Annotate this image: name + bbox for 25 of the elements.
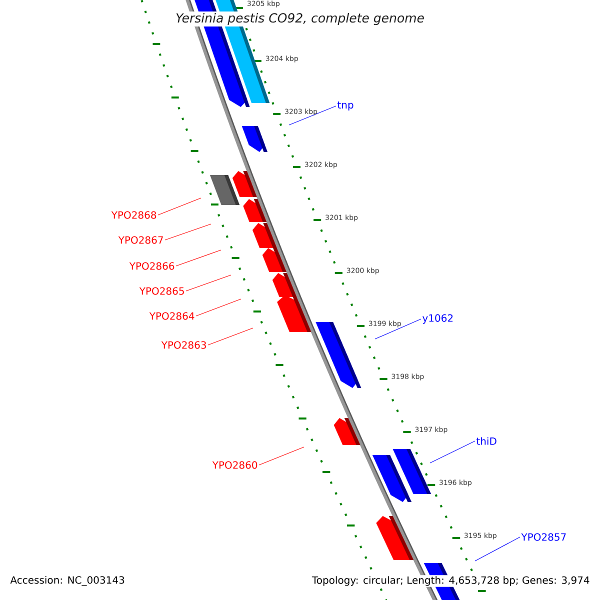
gene-label: YPO2863: [161, 341, 206, 349]
leader-line: [196, 298, 242, 316]
leader-line: [208, 328, 254, 346]
gene-label: y1062: [422, 314, 453, 324]
gene-label: tnp: [337, 101, 354, 111]
gene-label: YPO2866: [129, 262, 174, 270]
gene-label: YPO2857: [521, 533, 566, 541]
leader-line: [374, 318, 422, 340]
gene-label: YPO2867: [118, 236, 163, 244]
footer-text: Accession: NC_003143: [9, 575, 126, 587]
leader-line: [164, 224, 212, 240]
leader-line: [176, 250, 222, 266]
title: Yersinia pestis CO92, complete genome: [174, 11, 426, 27]
gene-label: YPO2868: [111, 211, 156, 219]
gene-label: thiD: [476, 437, 496, 445]
footer-text: Topology: circular; Length: 4,653,728 bp; Genes: 3,974: [310, 575, 591, 587]
gene-label: YPO2860: [212, 461, 258, 469]
leader-line: [430, 440, 476, 464]
leader-line: [474, 536, 520, 562]
leader-line: [258, 446, 304, 466]
leader-line: [186, 274, 232, 292]
leader-line: [158, 198, 202, 216]
leader-line: [288, 106, 336, 126]
gene-label: YPO2865: [139, 287, 184, 295]
gene-label: YPO2864: [149, 312, 194, 320]
